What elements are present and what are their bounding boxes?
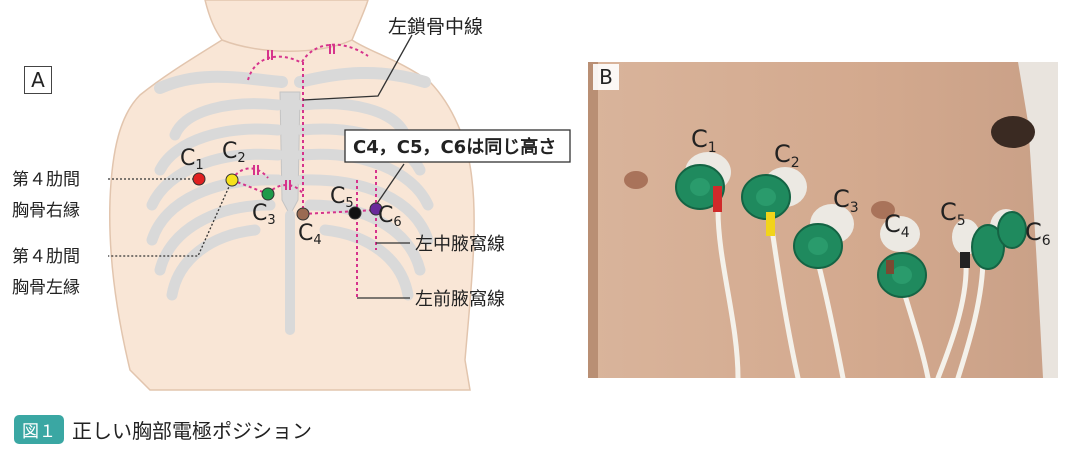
c1-electrode (675, 152, 731, 212)
electrodes-b (675, 152, 1027, 298)
c6-label: C6 (378, 203, 402, 230)
c3-label: C3 (252, 201, 276, 228)
c4-label: C4 (298, 221, 322, 248)
left-clavicle (294, 67, 431, 88)
figure-number-badge: 図１ (14, 414, 64, 444)
c3-electrode (793, 204, 854, 269)
pointer-c4c6 (375, 163, 405, 206)
b-c1-label: C1 (691, 125, 717, 156)
c4-electrode-dot (296, 207, 310, 221)
c6-electrode (971, 209, 1027, 270)
nipple-right (624, 171, 648, 189)
c2-label: C2 (222, 139, 246, 166)
c3-electrode-dot (261, 187, 275, 201)
ribs-right (146, 98, 284, 301)
b-c5-label: C5 (940, 198, 966, 229)
c5-electrode-dot (348, 206, 362, 220)
nipple-left (871, 201, 895, 219)
figure-caption: 図１ 正しい胸部電極ポジション (14, 414, 312, 444)
same-height-note: C4，C5，C6は同じ高さ (353, 136, 556, 158)
left-midclavicular-label: 左鎖骨中線 (388, 16, 483, 38)
figure-title: 正しい胸部電極ポジション (72, 418, 312, 443)
b-c4-label: C4 (884, 210, 910, 241)
c4-electrode (877, 216, 927, 298)
b-c3-label: C3 (833, 185, 859, 216)
panel-a-illustration: C1 C2 C3 C4 C5 C6 左鎖骨中線 C4，C5，C6は同じ高さ 第４… (0, 0, 580, 400)
b-c2-label: C2 (774, 140, 800, 171)
rib4-left-line2: 胸骨左縁 (12, 278, 80, 298)
mid-axillary-label: 左中腋窩線 (415, 234, 505, 255)
c5-label: C5 (330, 184, 354, 211)
c2-electrode-dot (225, 173, 239, 187)
panel-b-photo: C1 C2 C3 C4 C5 C6 (588, 62, 1058, 378)
armpit-shadow (991, 116, 1035, 148)
pointer-midclavicular (302, 34, 413, 101)
c1-label: C1 (180, 146, 204, 173)
rib4-left-line1: 第４肋間 (12, 247, 80, 267)
anterior-axillary-label: 左前腋窩線 (415, 289, 505, 310)
rib4-right-line1: 第４肋間 (12, 170, 80, 190)
electrode-cables (715, 207, 986, 378)
torso-diagram: C1 C2 C3 C4 C5 C6 左鎖骨中線 C4，C5，C6は同じ高さ 第４… (12, 0, 571, 391)
right-clavicle (154, 70, 288, 94)
b-c6-label: C6 (1025, 218, 1051, 249)
c1-electrode-dot (192, 172, 206, 186)
electrodes-a (192, 172, 383, 221)
c2-electrode (741, 167, 807, 236)
same-height-box (344, 129, 571, 163)
panel-b-letter: B (593, 64, 619, 90)
rib4-right-line2: 胸骨右縁 (12, 201, 80, 221)
panel-a-letter: A (24, 66, 52, 94)
c6-electrode-dot (369, 202, 383, 216)
